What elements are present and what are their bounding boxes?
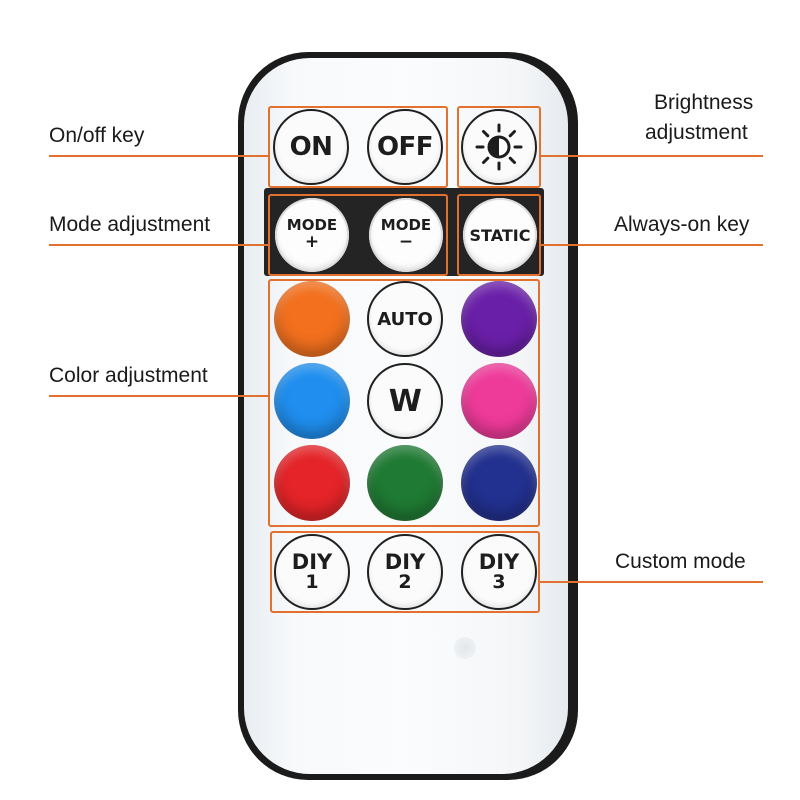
color-callout-line xyxy=(49,395,269,397)
brightness-group-box xyxy=(457,106,541,188)
always-on-callout: Always-on key xyxy=(614,213,750,236)
mode-group-box xyxy=(268,194,448,276)
brightness-callout-line2: adjustment xyxy=(645,121,748,144)
auto-button-label: AUTO xyxy=(377,308,433,330)
mode-plus-label: MODE xyxy=(286,216,338,235)
on-button[interactable]: ON xyxy=(273,109,349,185)
on-button-label: ON xyxy=(289,132,333,162)
mode-plus-button[interactable]: MODE + xyxy=(275,198,349,272)
on-off-callout-line xyxy=(49,155,269,157)
diy1-label: DIY xyxy=(291,550,333,574)
navy-color-button[interactable] xyxy=(461,445,537,521)
ir-window xyxy=(454,637,476,659)
orange-color-button[interactable] xyxy=(274,281,350,357)
mode-minus-label: MODE xyxy=(380,216,432,235)
diy2-button[interactable]: DIY 2 xyxy=(367,534,443,610)
mode-minus-button[interactable]: MODE − xyxy=(369,198,443,272)
static-button-label: STATIC xyxy=(469,225,531,245)
brightness-button[interactable] xyxy=(461,109,537,185)
diy1-button[interactable]: DIY 1 xyxy=(274,534,350,610)
purple-color-button[interactable] xyxy=(461,281,537,357)
color-group-box xyxy=(268,279,540,527)
mode-plus-sign: + xyxy=(304,231,320,252)
diy3-button[interactable]: DIY 3 xyxy=(461,534,537,610)
diy3-number: 3 xyxy=(492,571,506,593)
brightness-icon xyxy=(475,123,523,171)
white-button-label: W xyxy=(388,383,422,419)
brightness-callout-line xyxy=(540,155,763,157)
blue-color-button[interactable] xyxy=(274,363,350,439)
white-button[interactable]: W xyxy=(367,363,443,439)
red-color-button[interactable] xyxy=(274,445,350,521)
off-button[interactable]: OFF xyxy=(367,109,443,185)
static-group-box xyxy=(457,194,541,276)
custom-callout-line xyxy=(539,581,763,583)
diy3-label: DIY xyxy=(478,550,520,574)
color-callout: Color adjustment xyxy=(49,364,208,387)
mode-callout-line xyxy=(49,244,269,246)
always-on-callout-line xyxy=(540,244,763,246)
on-off-group-box xyxy=(268,106,448,188)
diy2-number: 2 xyxy=(398,571,412,593)
mode-callout: Mode adjustment xyxy=(49,213,211,236)
static-button[interactable]: STATIC xyxy=(463,198,537,272)
auto-button[interactable]: AUTO xyxy=(367,281,443,357)
pink-color-button[interactable] xyxy=(461,363,537,439)
brightness-callout-line1: Brightness xyxy=(654,91,754,114)
diy2-label: DIY xyxy=(384,550,426,574)
diy1-number: 1 xyxy=(305,571,319,593)
off-button-label: OFF xyxy=(376,132,434,162)
green-color-button[interactable] xyxy=(367,445,443,521)
diy-group-box xyxy=(270,531,540,613)
mode-minus-sign: − xyxy=(398,231,414,252)
custom-callout: Custom mode xyxy=(615,550,746,573)
on-off-callout: On/off key xyxy=(49,124,145,147)
